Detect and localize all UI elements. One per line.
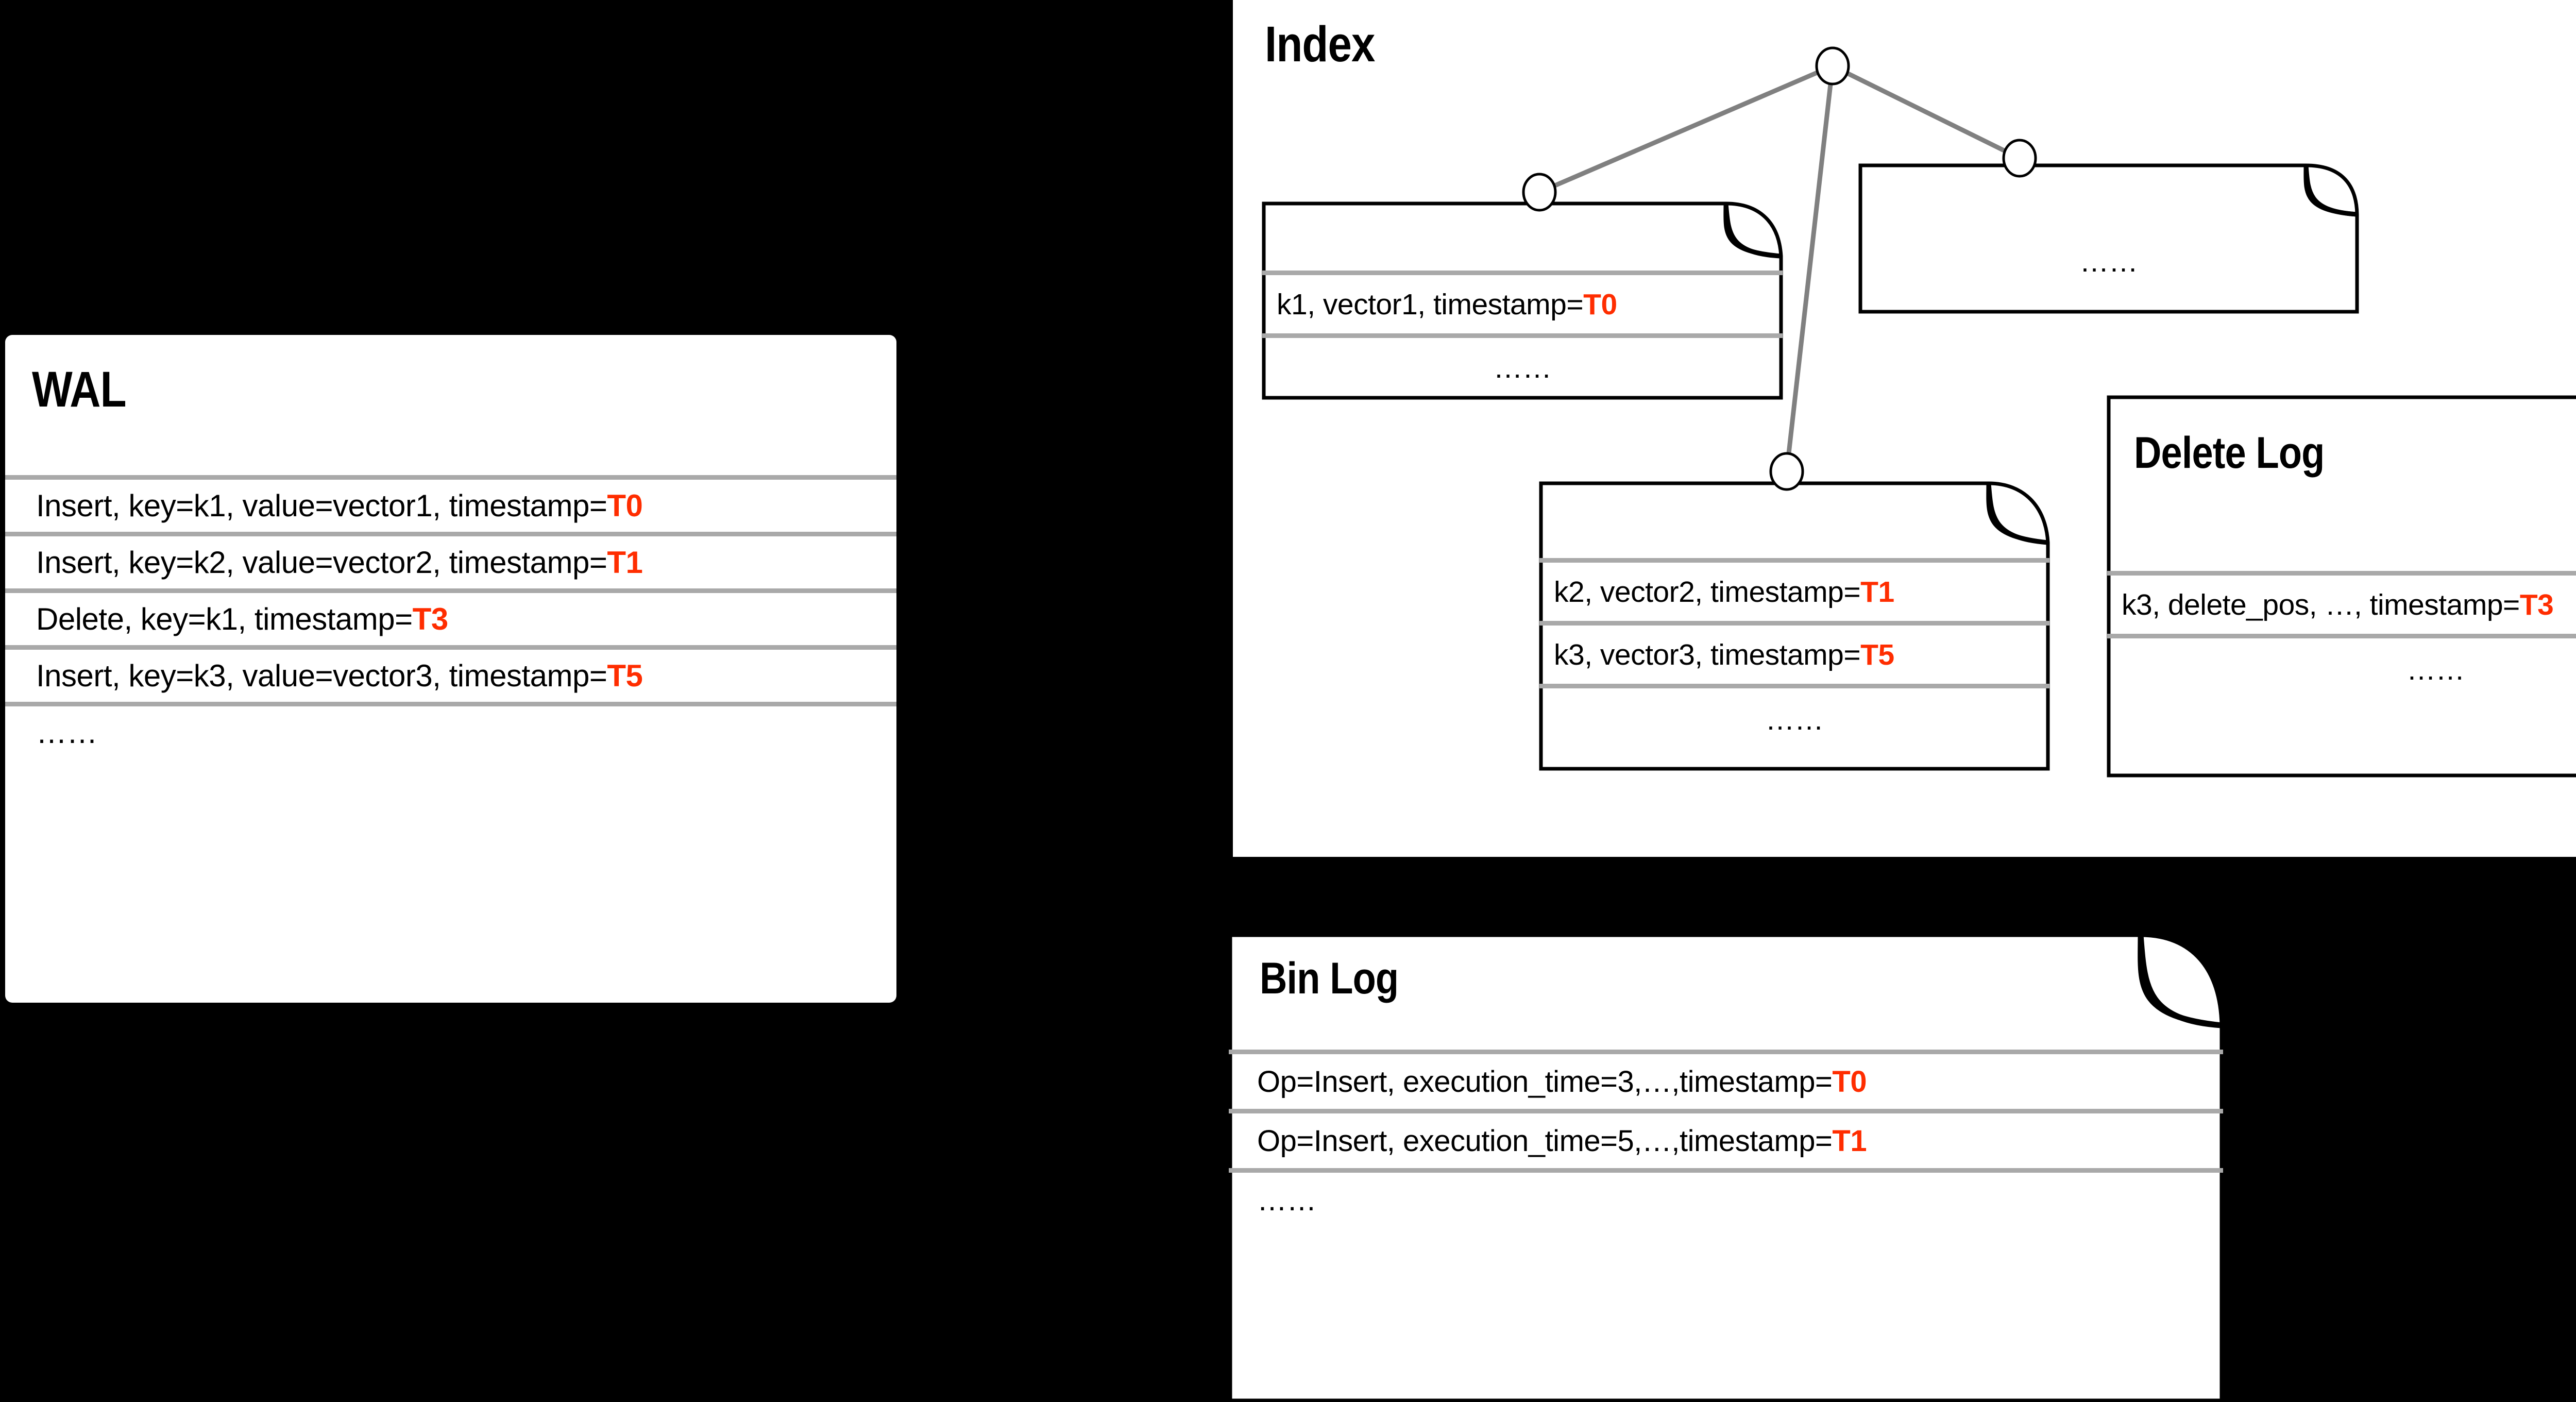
doc-row-text: Op=Insert, execution_time=3,…,timestamp=… xyxy=(1257,1065,1867,1099)
wal-row: Insert, key=k2, value=vector2, timestamp… xyxy=(5,532,896,588)
doc-row-list: k1, vector1, timestamp=T0 …… xyxy=(1262,271,1783,397)
timestamp-badge: T5 xyxy=(1860,638,1894,671)
bin-log-document: Bin Log Op=Insert, execution_time=3,…,ti… xyxy=(1228,933,2224,1402)
wal-row: Delete, key=k1, timestamp=T3 xyxy=(5,588,896,645)
wal-row-list: Insert, key=k1, value=vector1, timestamp… xyxy=(5,475,896,758)
doc-row-ellipsis: …… xyxy=(1229,1168,2223,1227)
wal-row-text: …… xyxy=(36,715,98,750)
doc-row-text: Op=Insert, execution_time=5,…,timestamp=… xyxy=(1257,1124,1867,1158)
delete-log-title: Delete Log xyxy=(2134,428,2325,478)
index-leaf-other-document: …… xyxy=(1858,163,2359,314)
bin-log-title: Bin Log xyxy=(1260,954,1399,1003)
doc-row-list: k2, vector2, timestamp=T1 k3, vector3, t… xyxy=(1539,558,2049,751)
wal-row-text: Delete, key=k1, timestamp=T3 xyxy=(36,602,449,636)
doc-row-text: k2, vector2, timestamp=T1 xyxy=(1554,575,1894,609)
wal-row-ellipsis: …… xyxy=(5,702,896,758)
doc-row-text: …… xyxy=(2079,245,2139,278)
wal-row-text: Insert, key=k1, value=vector1, timestamp… xyxy=(36,488,643,523)
doc-row-text: k3, vector3, timestamp=T5 xyxy=(1554,638,1894,671)
index-title: Index xyxy=(1265,16,1375,72)
wal-title: WAL xyxy=(32,361,127,417)
doc-row-ellipsis: …… xyxy=(1262,333,1783,397)
doc-row: Op=Insert, execution_time=5,…,timestamp=… xyxy=(1229,1109,2223,1168)
wal-row-text: Insert, key=k3, value=vector3, timestamp… xyxy=(36,658,643,693)
doc-row-text: …… xyxy=(1765,703,1824,736)
timestamp-badge: T3 xyxy=(2519,588,2554,621)
timestamp-badge: T3 xyxy=(412,602,449,636)
timestamp-badge: T5 xyxy=(607,658,643,693)
wal-row: Insert, key=k3, value=vector3, timestamp… xyxy=(5,645,896,702)
doc-row-list: Op=Insert, execution_time=3,…,timestamp=… xyxy=(1229,1050,2223,1227)
timestamp-badge: T0 xyxy=(607,488,643,523)
index-leaf-k1-document: k1, vector1, timestamp=T0 …… xyxy=(1262,201,1783,400)
doc-row-list: …… xyxy=(1859,231,2359,293)
doc-row-ellipsis: …… xyxy=(2107,634,2576,701)
timestamp-badge: T0 xyxy=(1832,1065,1867,1099)
doc-row: Op=Insert, execution_time=3,…,timestamp=… xyxy=(1229,1050,2223,1109)
doc-row: k1, vector1, timestamp=T0 xyxy=(1262,271,1783,333)
doc-row: k3, vector3, timestamp=T5 xyxy=(1539,621,2049,684)
doc-row-text: …… xyxy=(2406,653,2465,686)
doc-row-text: k3, delete_pos, …, timestamp=T3 xyxy=(2122,588,2554,621)
doc-row: k2, vector2, timestamp=T1 xyxy=(1539,558,2049,621)
doc-row-list: k3, delete_pos, …, timestamp=T3 …… xyxy=(2107,571,2576,701)
timestamp-badge: T1 xyxy=(1832,1124,1867,1158)
wal-panel: Insert, key=k1, value=vector1, timestamp… xyxy=(5,335,896,1003)
doc-row-text: …… xyxy=(1493,351,1552,384)
index-leaf-k2-k3-document: k2, vector2, timestamp=T1 k3, vector3, t… xyxy=(1539,481,2050,771)
delete-log-document: Delete Log k3, delete_pos, …, timestamp=… xyxy=(2107,395,2576,778)
wal-row: Insert, key=k1, value=vector1, timestamp… xyxy=(5,475,896,532)
wal-row-text: Insert, key=k2, value=vector2, timestamp… xyxy=(36,545,643,580)
timestamp-badge: T1 xyxy=(1860,575,1894,609)
timestamp-badge: T0 xyxy=(1583,288,1617,321)
doc-row: k3, delete_pos, …, timestamp=T3 xyxy=(2107,571,2576,634)
doc-row-ellipsis: …… xyxy=(1859,231,2359,293)
timestamp-badge: T1 xyxy=(607,545,643,580)
doc-row-text: k1, vector1, timestamp=T0 xyxy=(1277,288,1617,321)
doc-row-text: …… xyxy=(1257,1183,1317,1217)
doc-row-ellipsis: …… xyxy=(1539,684,2049,751)
